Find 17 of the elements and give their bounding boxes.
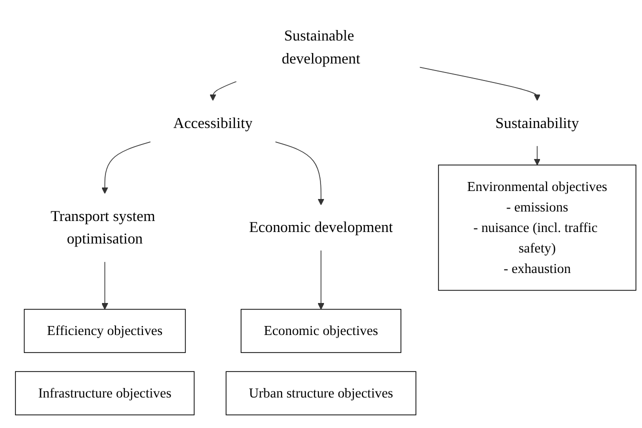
node-box: Urban structure objectives — [226, 371, 416, 416]
arrow — [210, 81, 237, 101]
arrow — [534, 146, 541, 166]
arrow — [101, 142, 151, 194]
arrow — [101, 261, 108, 310]
arrow — [274, 142, 324, 206]
node-box: Infrastructure objectives — [15, 371, 195, 416]
node-box: Environmental objectives - emissions - nuisance (incl. traffic safety) - exhaustion — [438, 164, 636, 291]
node-text: Accessibility — [173, 114, 253, 132]
node-text: Sustainability — [495, 114, 579, 132]
arrow — [318, 250, 324, 310]
node-box: Economic objectives — [240, 308, 402, 353]
node-box: Efficiency objectives — [24, 308, 186, 353]
arrow — [419, 66, 541, 101]
node-text: Transport system optimisation — [50, 208, 156, 248]
node-text: Sustainable development — [282, 28, 360, 68]
node-text: Economic development — [249, 219, 393, 236]
